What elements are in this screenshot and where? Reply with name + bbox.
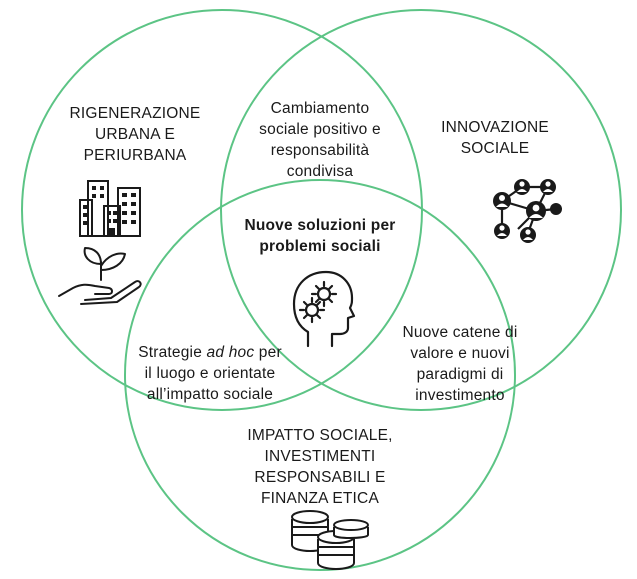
plant-in-hand-icon [58,247,142,305]
label-urban-regeneration: RIGENERAZIONE URBANA E PERIURBANA [69,105,201,164]
head-gears-icon [292,270,356,348]
label-social-impact: IMPATTO SOCIALE, INVESTIMENTI RESPONSABI… [247,427,393,507]
label-center-intersection: Nuove soluzioni per problemi sociali [244,217,396,255]
label-social-innovation: INNOVAZIONE SOCIALE [441,119,549,157]
coins-stack-icon [291,510,369,571]
label-innovation-impact-intersection: Nuove catene di valore e nuovi paradigmi… [402,324,518,404]
circle-social-impact [124,179,516,571]
network-people-icon [493,179,562,243]
label-urban-impact-intersection: Strategie ad hoc per il luogo e orientat… [138,344,282,403]
circle-urban-regeneration [21,9,423,411]
buildings-icon [79,180,141,237]
label-urban-innovation-intersection: Cambiamento sociale positivo e responsab… [259,100,381,180]
circle-social-innovation [220,9,622,411]
